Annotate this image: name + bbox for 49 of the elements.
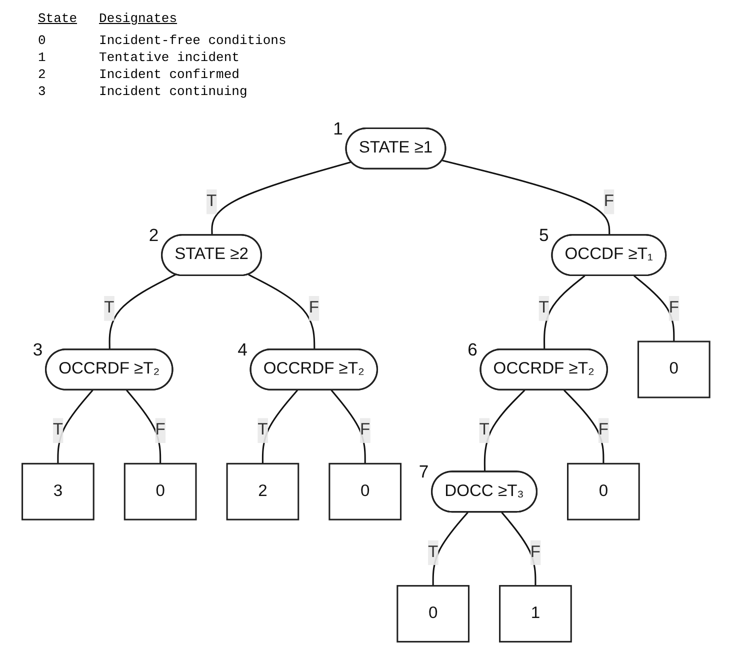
connector [484, 390, 526, 472]
node-box: 0 [567, 462, 640, 520]
connector [108, 274, 176, 350]
edge-label: T [104, 299, 114, 317]
edge-label: T [479, 421, 490, 439]
connector [634, 275, 675, 342]
edge-label: F [155, 421, 166, 439]
step-number: 5 [539, 225, 549, 246]
column-header: Designates [98, 10, 178, 28]
edge-label: T [538, 299, 549, 317]
edge-label: F [598, 421, 609, 439]
edge-label: F [308, 299, 320, 317]
node-box: 0 [328, 462, 402, 520]
node-box: 0 [124, 462, 197, 520]
connector [442, 160, 610, 236]
state-description: Tentative incident [98, 49, 240, 66]
state-number: 1 [37, 49, 47, 66]
node-box: 3 [22, 462, 94, 520]
node-box: 0 [638, 340, 710, 398]
step-number: 2 [148, 225, 159, 246]
state-description: Incident-free conditions [98, 32, 288, 49]
connector [544, 275, 586, 350]
edge-label: F [604, 192, 614, 210]
node-box: 2 [226, 462, 300, 520]
state-description: Incident continuing [98, 83, 248, 100]
column-header: State [37, 10, 78, 28]
edge-label: T [206, 192, 217, 210]
state-number: 0 [37, 32, 47, 49]
step-number: 7 [418, 462, 429, 482]
edge-label: T [52, 421, 64, 439]
connector [57, 390, 94, 464]
node-box: 0 [396, 585, 470, 642]
connector [564, 390, 604, 464]
state-description: Incident confirmed [98, 66, 240, 83]
edge-label: F [668, 299, 680, 317]
connector [248, 274, 316, 350]
state-number: 2 [37, 66, 47, 83]
node-box: 1 [499, 585, 572, 642]
step-number: 6 [468, 340, 478, 360]
edge-label: F [530, 543, 541, 561]
step-number: 3 [32, 340, 43, 360]
connector [211, 161, 352, 236]
step-number: 4 [238, 340, 248, 360]
edge-label: F [360, 421, 370, 439]
edge-label: T [258, 421, 268, 439]
step-number: 1 [333, 120, 343, 138]
connector [262, 390, 298, 464]
state-number: 3 [37, 83, 47, 100]
edge-label: T [428, 543, 438, 561]
